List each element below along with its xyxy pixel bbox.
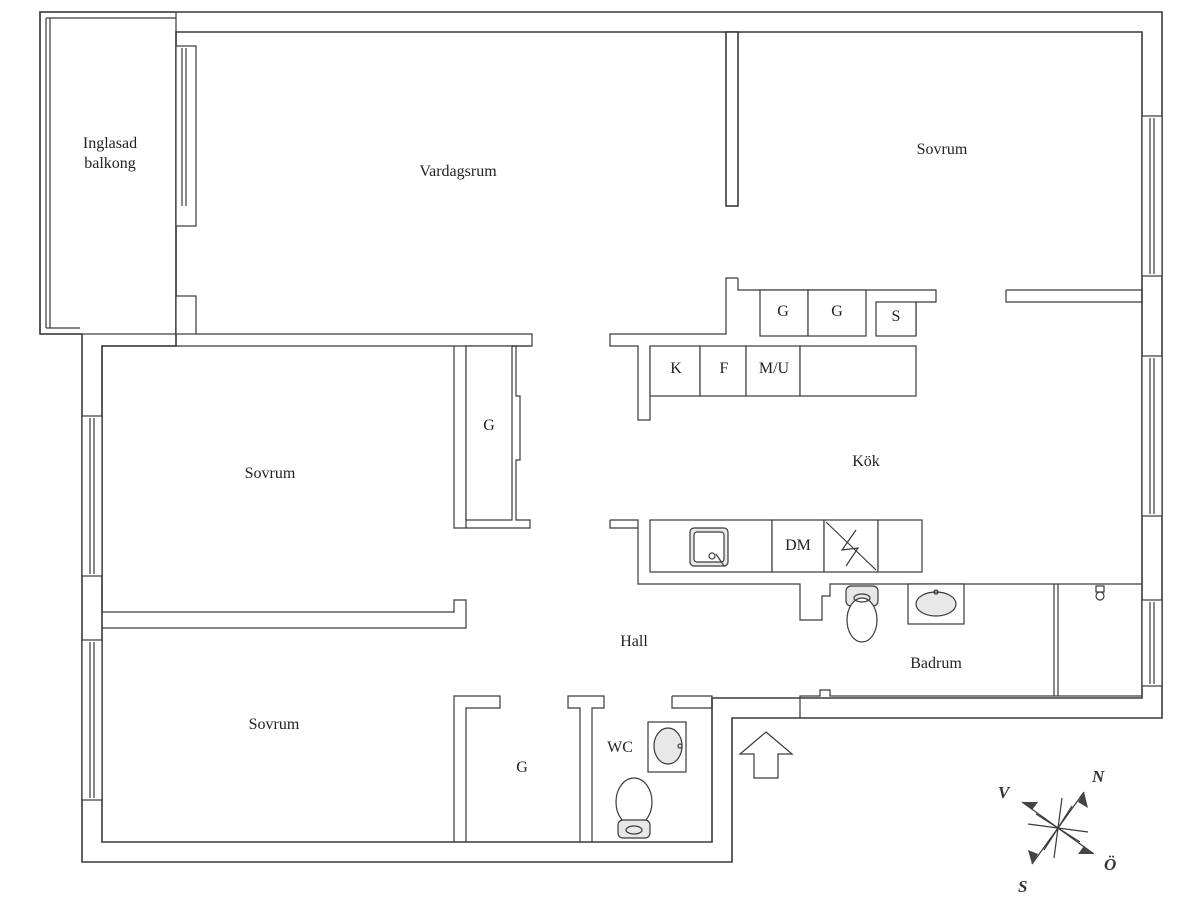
storage-label-center: G: [483, 417, 495, 434]
storage-label-s: S: [892, 308, 901, 325]
wall-kitchen-bottom: [610, 519, 1142, 621]
compass-west-label: V: [998, 783, 1011, 802]
cabinet-counter-top: [799, 345, 917, 397]
compass-south-label: S: [1018, 877, 1027, 896]
window-bedroom-sw: [81, 639, 103, 801]
storage-label-kitchen-1: G: [777, 303, 789, 320]
windows: [81, 115, 1163, 801]
wardrobe-kitchen-2: [807, 289, 867, 337]
window-bedroom-ne: [1141, 115, 1163, 277]
cabinet-dishwasher: [771, 519, 825, 573]
entrance-arrow-icon: [738, 731, 794, 779]
room-label-balcony-1: Inglasad: [83, 135, 137, 152]
room-label-hall: Hall: [620, 633, 648, 650]
wardrobe-kitchen-1: [759, 289, 809, 337]
wall-bedroom-sw-right: [453, 695, 501, 842]
bathroom-fixtures: [615, 583, 1105, 839]
wall-kitchen-top: [609, 277, 738, 421]
room-label-bedroom-sw: Sovrum: [249, 716, 300, 733]
appliance-label-dishwasher: DM: [785, 537, 811, 554]
compass-north-label: N: [1091, 767, 1105, 786]
toilet-wc-icon: [615, 777, 653, 827]
interior-walls: [101, 31, 1143, 842]
room-label-bedroom-w: Sovrum: [245, 465, 296, 482]
wall-wc-top: [671, 695, 713, 709]
wall-storage-hall: [567, 695, 605, 842]
window-bedroom-w: [81, 415, 103, 577]
appliance-label-fridge: K: [670, 360, 682, 377]
room-label-bedroom-ne: Sovrum: [917, 141, 968, 158]
wall-living-bottom: [102, 333, 533, 347]
storage-label-hall: G: [516, 759, 528, 776]
appliance-label-freezer: F: [720, 360, 729, 377]
outer-walls: [39, 11, 1163, 863]
room-label-bathroom: Badrum: [910, 655, 962, 672]
window-bathroom: [1141, 599, 1163, 687]
kitchen-cabinets: [649, 289, 923, 573]
wall-living-bedroom: [725, 31, 739, 207]
wardrobe-center: [465, 345, 513, 521]
wall-bathroom-bottom: [799, 689, 1142, 718]
wall-bedroom-right: [1005, 289, 1143, 303]
room-label-balcony-2: balkong: [84, 155, 136, 172]
wall-bedroom-w-bottom: [101, 346, 467, 629]
window-kitchen: [1141, 355, 1163, 517]
counter-end: [877, 519, 923, 573]
cabinet-freezer: [699, 345, 747, 397]
compass-east-label: Ö: [1104, 855, 1116, 874]
room-label-living: Vardagsrum: [419, 163, 497, 180]
closet-s: [875, 301, 917, 337]
cabinet-microwave: [745, 345, 801, 397]
appliance-label-microwave: M/U: [759, 360, 790, 377]
room-label-kitchen: Kök: [852, 453, 880, 470]
compass: [1021, 791, 1095, 865]
shower-icon: [1095, 585, 1105, 601]
compass-rose-icon: [1021, 791, 1095, 865]
storage-label-kitchen-2: G: [831, 303, 843, 320]
wall-pier: [175, 295, 197, 335]
room-label-wc: WC: [607, 739, 633, 756]
balcony: [39, 11, 197, 335]
